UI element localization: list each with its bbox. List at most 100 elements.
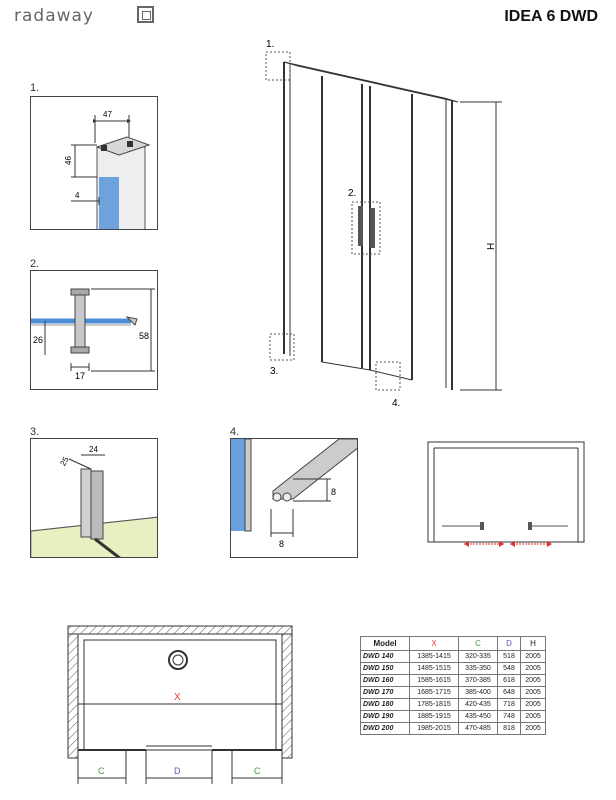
spec-cell-d: 818 [497, 722, 521, 735]
spec-cell-model: DWD 160 [360, 674, 410, 687]
right-wall [281, 633, 293, 759]
spec-cell-h: 2005 [520, 698, 546, 711]
spec-header-model: Model [360, 636, 410, 651]
plan-label-d: D [174, 766, 181, 776]
detail-4-glass [231, 439, 245, 531]
detail-3-panel: 25 24 [30, 438, 158, 558]
detail-1-drawing: 47 46 4 [64, 110, 151, 229]
left-wall [67, 633, 79, 759]
spec-cell-model: DWD 190 [360, 710, 410, 723]
spec-cell-d: 618 [497, 674, 521, 687]
spec-cell-d: 518 [497, 650, 521, 663]
shower-tray-outline [83, 639, 277, 751]
detail-1-screw [127, 141, 133, 147]
detail-2-dim-17: 17 [75, 371, 85, 381]
detail-2-panel: 26 17 58 [30, 270, 158, 390]
callout-2: 2. [348, 188, 356, 199]
spec-cell-model: DWD 140 [360, 650, 410, 663]
spec-header-x: X [409, 636, 459, 651]
spec-cell-d: 548 [497, 662, 521, 675]
detail-4-panel: 8 8 [230, 438, 358, 558]
spec-cell-h: 2005 [520, 662, 546, 675]
spec-cell-x: 1585-1615 [409, 674, 459, 687]
spec-header-h: H [520, 636, 546, 651]
spec-cell-x: 1885-1915 [409, 710, 459, 723]
brand-logo-icon [137, 6, 154, 23]
spec-cell-model: DWD 180 [360, 698, 410, 711]
detail-1-label: 1. [30, 82, 40, 94]
spec-header-d: D [497, 636, 521, 651]
detail-1-screw [101, 145, 107, 151]
detail-2-dim-58: 58 [139, 331, 149, 341]
spec-cell-c: 470-485 [458, 722, 498, 735]
height-label: H [486, 243, 497, 250]
spec-cell-x: 1685-1715 [409, 686, 459, 699]
spec-cell-x: 1385-1415 [409, 650, 459, 663]
detail-3-label: 3. [30, 426, 40, 438]
detail-3-dim-25: 25 [58, 455, 71, 468]
spec-cell-model: DWD 170 [360, 686, 410, 699]
detail-1-glass [99, 177, 119, 229]
callout-box-3 [269, 333, 295, 361]
brand-logo-text: radaway [14, 6, 94, 26]
detail-1-profile-top [95, 136, 151, 156]
top-view-schematic [427, 441, 585, 547]
spec-header-c: C [458, 636, 498, 651]
callout-box-2 [351, 201, 381, 255]
door-handle [370, 208, 375, 248]
callout-box-1 [265, 51, 291, 81]
plan-label-x: X [174, 692, 181, 703]
plan-label-c-right: C [254, 766, 261, 776]
detail-1-dim-height: 46 [64, 156, 73, 165]
spec-cell-x: 1485-1515 [409, 662, 459, 675]
detail-1-dim-thickness: 4 [75, 191, 80, 200]
spec-cell-h: 2005 [520, 722, 546, 735]
callout-1: 1. [266, 39, 274, 50]
back-wall [67, 625, 293, 635]
detail-4-dim-height: 8 [331, 487, 336, 497]
callout-3: 3. [270, 366, 278, 377]
detail-3-dim-24: 24 [89, 445, 98, 454]
detail-4-seal [272, 439, 357, 500]
detail-3-profile [80, 468, 92, 538]
product-title: IDEA 6 DWD [504, 8, 598, 25]
detail-2-label: 2. [30, 258, 40, 270]
spec-cell-model: DWD 200 [360, 722, 410, 735]
detail-1-dim-width: 47 [103, 110, 112, 119]
detail-4-drawing: 8 8 [231, 439, 357, 549]
callout-4: 4. [392, 398, 400, 409]
detail-4-dim-width: 8 [279, 539, 284, 549]
spec-cell-d: 718 [497, 698, 521, 711]
spec-cell-x: 1985-2015 [409, 722, 459, 735]
front-view-drawing: 1. 2. 3. 4. H [265, 39, 502, 409]
callout-box-4 [375, 361, 401, 391]
spec-cell-d: 748 [497, 710, 521, 723]
detail-1-panel: 47 46 4 [30, 96, 158, 230]
detail-2-drawing: 26 17 58 [31, 288, 155, 381]
door-handle [358, 206, 363, 246]
spec-cell-c: 370-385 [458, 674, 498, 687]
spec-cell-h: 2005 [520, 674, 546, 687]
spec-cell-h: 2005 [520, 650, 546, 663]
spec-table-header-row: Model X C D H [360, 636, 546, 651]
top-rail [283, 61, 459, 103]
drain-icon [168, 650, 188, 670]
spec-cell-d: 648 [497, 686, 521, 699]
spec-cell-c: 320-335 [458, 650, 498, 663]
detail-4-label: 4. [230, 426, 240, 438]
detail-2-handle [74, 288, 86, 354]
spec-cell-c: 420-435 [458, 698, 498, 711]
detail-3-drawing: 25 24 [31, 445, 157, 557]
detail-3-profile [90, 470, 104, 540]
spec-cell-model: DWD 150 [360, 662, 410, 675]
spec-cell-h: 2005 [520, 710, 546, 723]
